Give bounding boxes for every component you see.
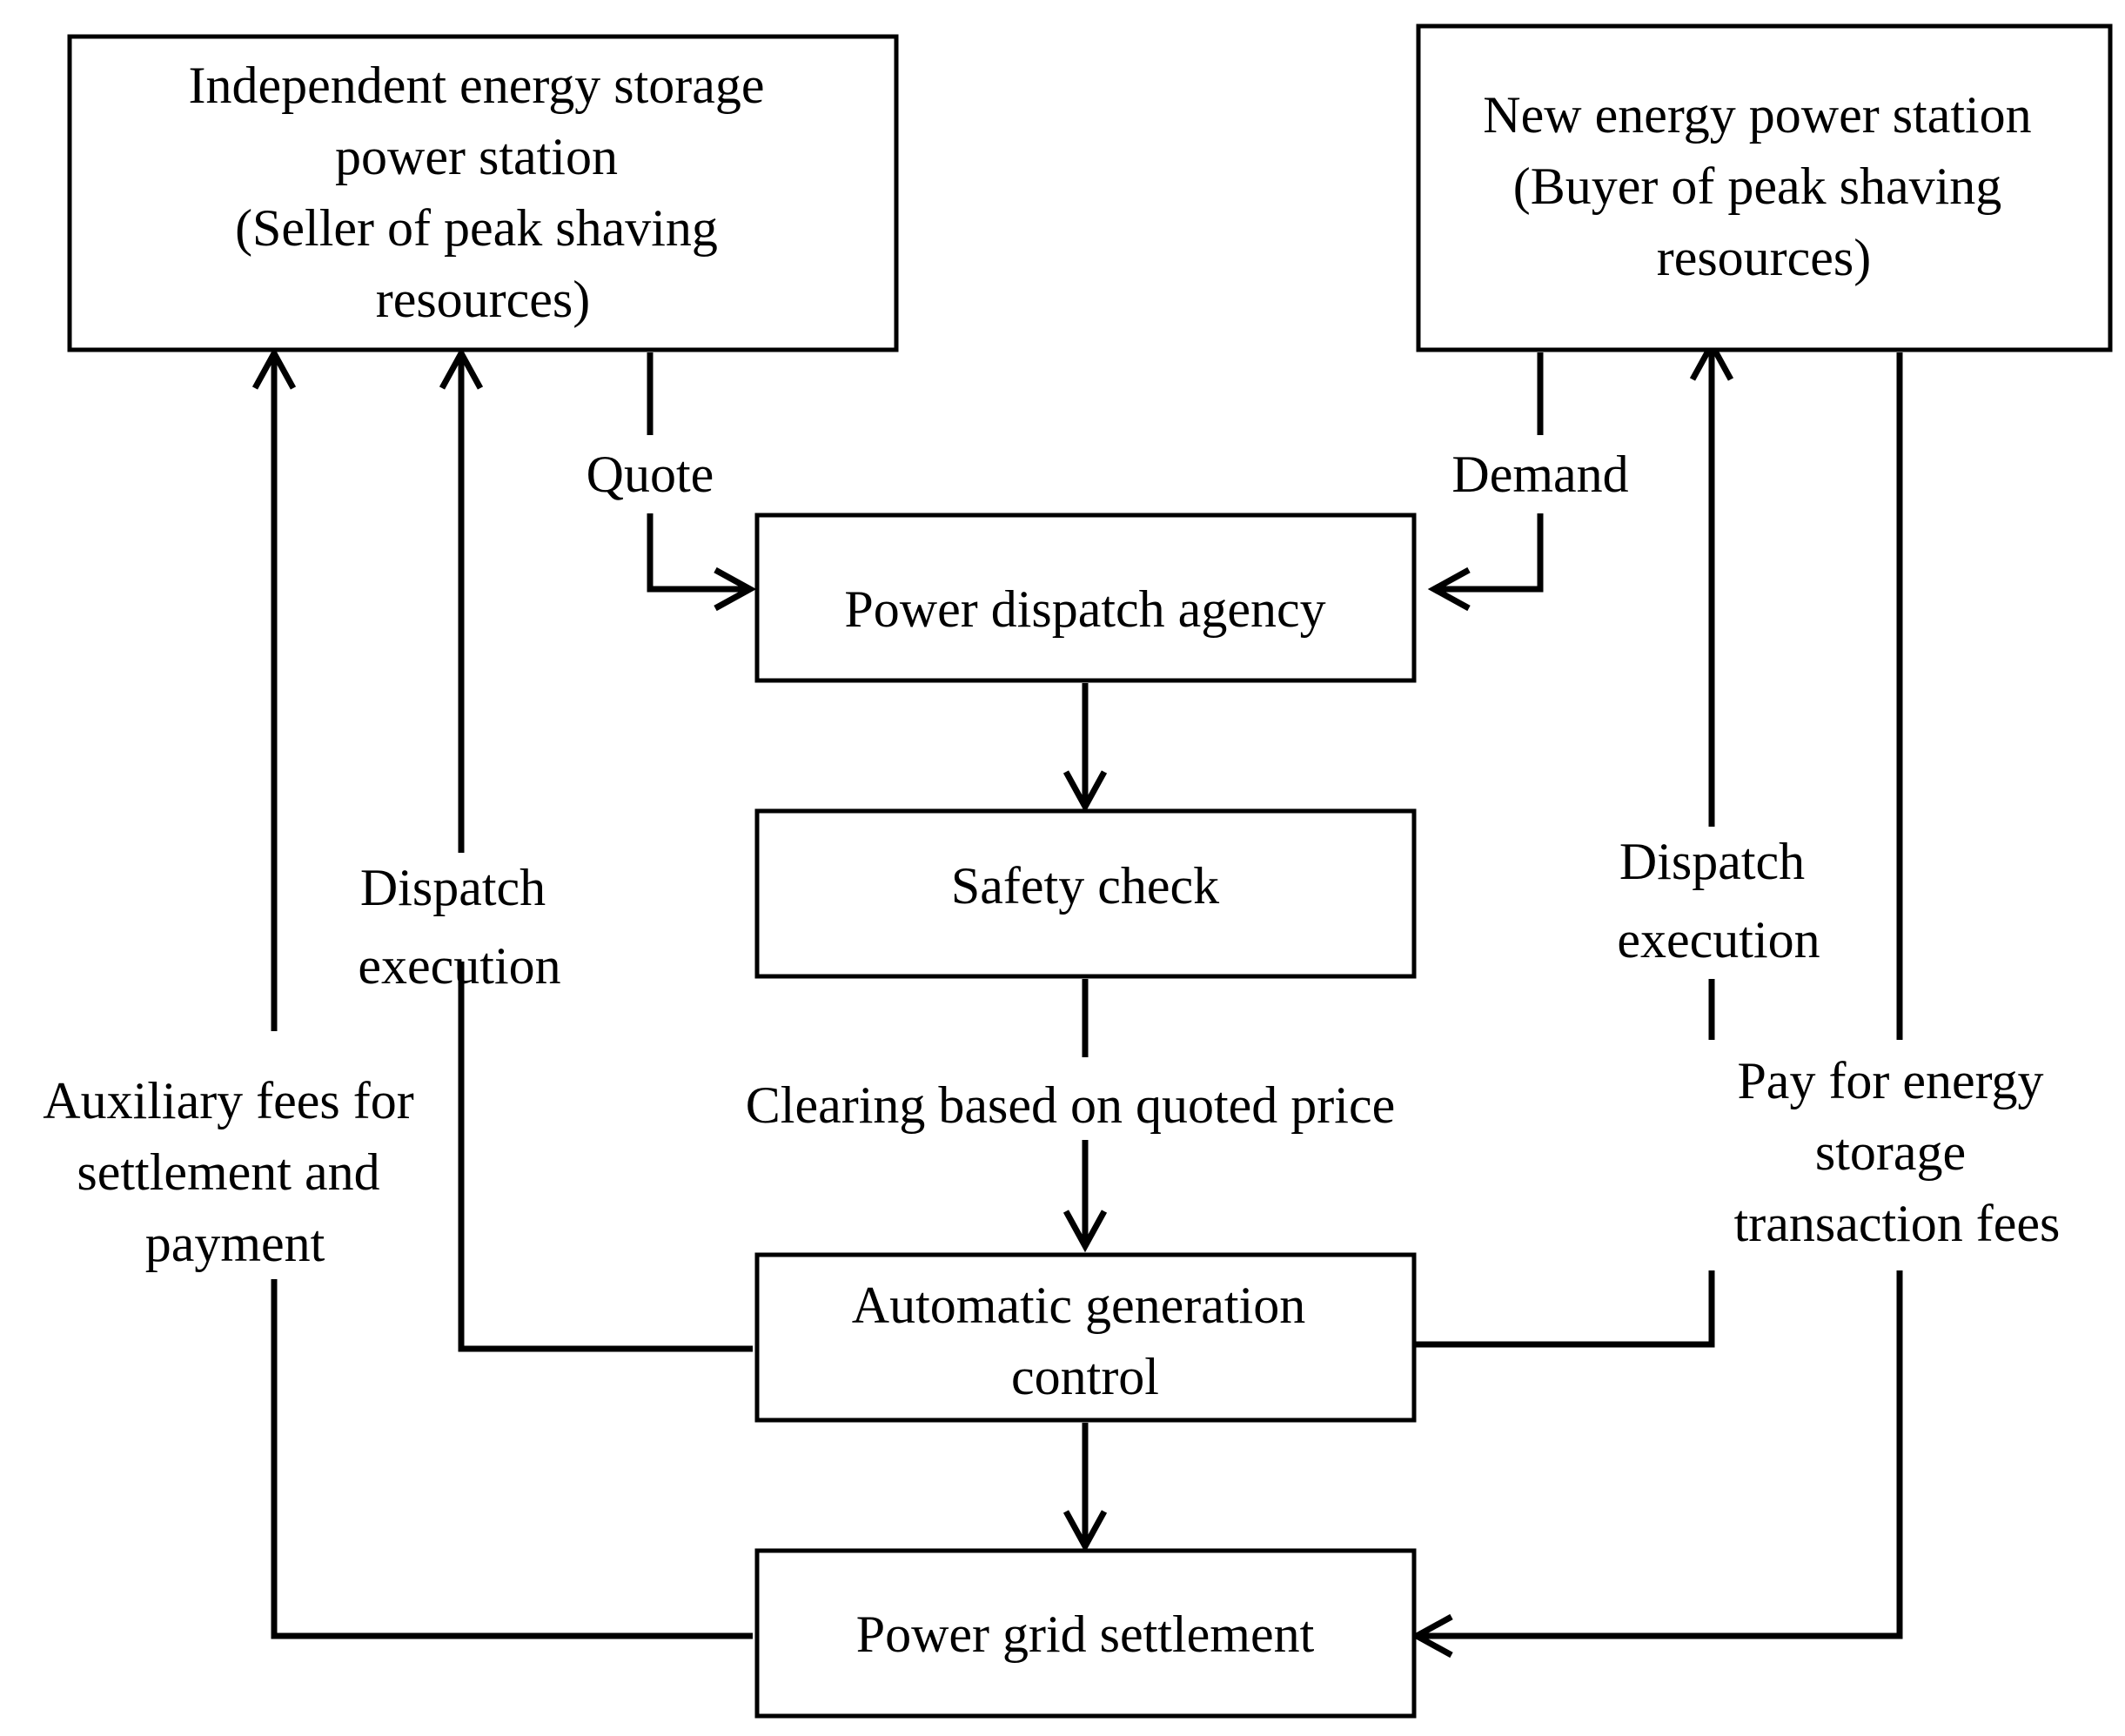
- edge-labels: Quote Demand Dispatch execution Dispatch…: [13, 435, 2097, 1279]
- svg-text:Independent energy storage: Independent energy storage power station…: [189, 57, 778, 328]
- svg-text:Quote: Quote: [587, 446, 714, 503]
- arrowhead-auxiliary-fees: [251, 346, 297, 390]
- edge-dispatch-right: [1414, 346, 1715, 1348]
- arrowhead-demand: [1427, 566, 1471, 612]
- new-energy-line-3: resources): [1657, 229, 1872, 286]
- node-new-energy-station: New energy power station (Buyer of peak …: [1416, 23, 2113, 352]
- new-energy-line-1: New energy power station: [1483, 86, 2031, 144]
- svg-text:Power grid settlement: Power grid settlement: [856, 1605, 1315, 1663]
- svg-text:Dispatch execution: Dispatch execution: [358, 859, 560, 995]
- svg-text:Demand: Demand: [1451, 446, 1628, 503]
- edge-quote: [647, 352, 748, 593]
- arrowhead-pay-fees: [1410, 1613, 1453, 1659]
- label-quote: Quote: [587, 446, 714, 503]
- svg-text:Auxiliary fees for settl: Auxiliary fees for settlement and paymen…: [43, 1072, 427, 1272]
- label-auxiliary-3: payment: [145, 1215, 325, 1272]
- edge-auxiliary-fees: [271, 355, 753, 1639]
- label-clearing: Clearing based on quoted price: [746, 1076, 1395, 1134]
- label-pay-fees-3: transaction fees: [1734, 1195, 2061, 1252]
- label-pay-fees-2: storage: [1815, 1123, 1966, 1181]
- arrowhead-dispatch-left: [439, 346, 484, 390]
- label-auxiliary-1: Auxiliary fees for: [43, 1072, 414, 1129]
- storage-station-line-3: (Seller of peak shaving: [235, 199, 718, 257]
- svg-text:Dispatch execution: Dispatch execution: [1617, 833, 1820, 969]
- svg-text:Automatic generation con: Automatic generation control: [852, 1277, 1318, 1405]
- svg-text:Safety check: Safety check: [951, 857, 1219, 915]
- new-energy-line-2: (Buyer of peak shaving: [1513, 158, 2002, 215]
- arrowhead-agency-to-safety: [1062, 770, 1108, 814]
- label-dispatch-left-1: Dispatch: [360, 859, 546, 916]
- edge-demand: [1436, 352, 1544, 593]
- label-dispatch-right-1: Dispatch: [1619, 833, 1805, 890]
- label-pay-fees-1: Pay for energy: [1737, 1052, 2043, 1109]
- label-dispatch-right-2: execution: [1617, 911, 1820, 969]
- label-auxiliary-2: settlement and: [77, 1143, 379, 1201]
- node-agc: Automatic generation control: [754, 1252, 1417, 1423]
- svg-text:New energy power station: New energy power station (Buyer of peak …: [1483, 86, 2044, 286]
- edge-dispatch-left: [458, 355, 753, 1352]
- node-storage-station: Independent energy storage power station…: [67, 34, 899, 352]
- svg-text:Pay for energy storage: Pay for energy storage transaction fees: [1734, 1052, 2061, 1252]
- label-dispatch-left-2: execution: [358, 937, 560, 995]
- node-dispatch-agency: Power dispatch agency: [754, 513, 1417, 683]
- arrowhead-clearing: [1062, 1210, 1108, 1253]
- edges: [251, 338, 1903, 1659]
- grid-settlement-label: Power grid settlement: [856, 1605, 1315, 1663]
- storage-station-line-1: Independent energy storage: [189, 57, 765, 114]
- node-safety-check: Safety check: [754, 808, 1417, 979]
- label-demand: Demand: [1451, 446, 1628, 503]
- arrowhead-quote: [714, 566, 757, 612]
- dispatch-agency-label: Power dispatch agency: [844, 580, 1325, 638]
- safety-check-label: Safety check: [951, 857, 1219, 915]
- storage-station-line-4: resources): [376, 271, 591, 328]
- storage-station-line-2: power station: [335, 128, 618, 185]
- edge-pay-fees: [1418, 352, 1903, 1639]
- svg-text:Power dispatch agency: Power dispatch agency: [844, 580, 1325, 638]
- node-grid-settlement: Power grid settlement: [754, 1548, 1417, 1719]
- arrowhead-agc-to-settlement: [1062, 1510, 1108, 1553]
- agc-line-2: control: [1011, 1348, 1159, 1405]
- svg-text:Clearing based on quoted price: Clearing based on quoted price: [746, 1076, 1395, 1134]
- agc-line-1: Automatic generation: [852, 1277, 1305, 1334]
